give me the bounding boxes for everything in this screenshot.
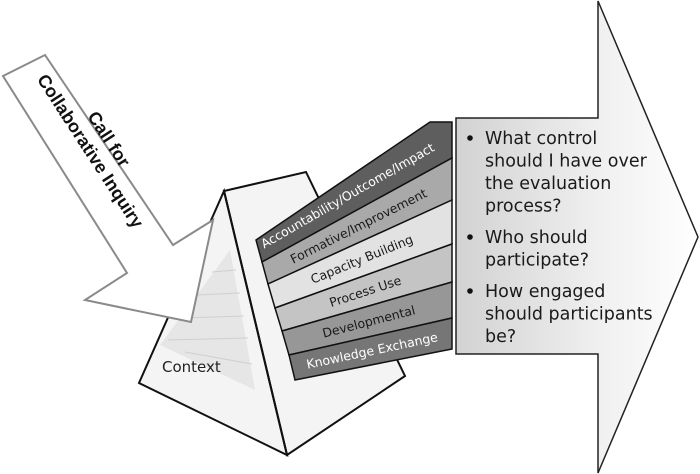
bullet-icon <box>467 135 473 141</box>
question-0-line: What control <box>485 129 597 149</box>
question-0-line: process? <box>485 197 562 217</box>
band-5 <box>288 317 453 381</box>
question-2-line: How engaged <box>485 282 605 302</box>
question-2-line: should participants <box>485 305 653 325</box>
question-0-line: should I have over <box>485 152 648 172</box>
context-label: Context <box>162 358 221 376</box>
bullet-icon <box>467 288 473 294</box>
question-1-line: Who should <box>485 228 588 248</box>
bullet-icon <box>467 234 473 240</box>
question-0-line: the evaluation <box>485 174 611 194</box>
question-1-line: participate? <box>485 251 589 271</box>
big-right-arrow <box>455 0 699 474</box>
band-0 <box>255 121 453 264</box>
evaluation-purpose-bands: Accountability/Outcome/ImpactFormative/I… <box>255 121 453 381</box>
question-2-line: be? <box>485 327 516 347</box>
call-arrow <box>1 53 215 324</box>
pyramid-front-edge <box>223 190 288 456</box>
